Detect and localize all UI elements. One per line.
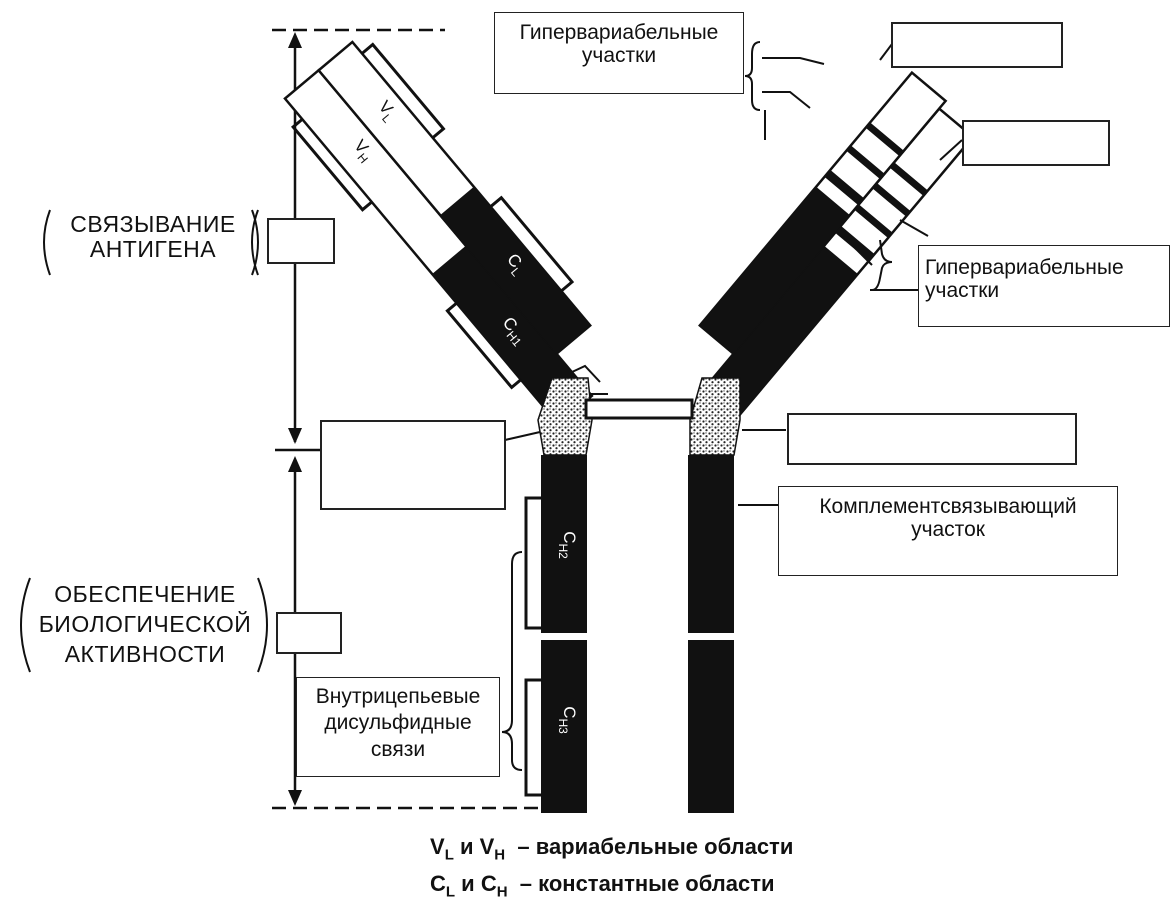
- hypervariable-top-line2: участки: [581, 44, 657, 68]
- arrowheads-left: [288, 32, 302, 806]
- ch2-label: CH2: [556, 531, 579, 559]
- activity-paren-right: [257, 577, 268, 673]
- intrachain-line2: дисульфидные: [324, 711, 472, 735]
- biological-activity-label: ОБЕСПЕЧЕНИЕ БИОЛОГИЧЕСКОЙ АКТИВНОСТИ: [26, 580, 264, 670]
- blank-label-box-5[interactable]: [787, 413, 1077, 465]
- blank-label-box-6[interactable]: [276, 612, 342, 654]
- biological-activity-line3: АКТИВНОСТИ: [64, 640, 226, 667]
- complement-line2: участок: [911, 518, 985, 542]
- blank-label-box-3[interactable]: [267, 218, 335, 264]
- right-hypervariable-bands: [824, 122, 928, 261]
- fc-region: CH2 CH3: [524, 455, 734, 813]
- antigen-paren-left: [251, 209, 259, 276]
- legend-line-1: VL и VH – вариабельные области: [430, 834, 794, 864]
- biological-activity-line2: БИОЛОГИЧЕСКОЙ: [38, 610, 252, 637]
- hinge-region: [537, 377, 741, 456]
- left-cl-block: [440, 186, 591, 354]
- antigen-binding-label: СВЯЗЫВАНИЕ АНТИГЕНА: [58, 211, 248, 263]
- antigen-binding-line2: АНТИГЕНА: [89, 236, 217, 263]
- intrachain-line1: Внутрицепьевые: [315, 685, 481, 708]
- activity-paren-left: [20, 577, 31, 673]
- interchain-disulfide: [584, 398, 694, 420]
- annotation-lines: [20, 41, 963, 771]
- blank-label-box-2[interactable]: [962, 120, 1110, 166]
- ch3-label: CH3: [556, 706, 579, 734]
- blank-label-box-1[interactable]: [891, 22, 1063, 68]
- antigen-binding-line1: СВЯЗЫВАНИЕ: [70, 211, 236, 237]
- intrachain-disulfide-label: Внутрицепьевые дисульфидные связи: [296, 677, 500, 777]
- complement-binding-label: Комплементсвязывающий участок: [778, 486, 1118, 576]
- legend-line-2: CL и CH – константные области: [430, 871, 775, 901]
- left-arm: VL VH CL CH1: [283, 40, 594, 426]
- hypervariable-top-line1: Гипервариабельные: [519, 21, 719, 44]
- hypervariable-right-label: Гипервариабельные участки: [918, 245, 1170, 327]
- complement-line1: Комплементсвязывающий: [819, 495, 1077, 518]
- hypervariable-top-label: Гипервариабельные участки: [494, 12, 744, 94]
- hypervariable-right-line1: Гипервариабельные: [925, 256, 1124, 279]
- biological-activity-line1: ОБЕСПЕЧЕНИЕ: [54, 581, 236, 607]
- hypervariable-right-line2: участки: [925, 279, 1000, 303]
- right-arm: [696, 70, 975, 426]
- blank-label-box-4[interactable]: [320, 420, 506, 510]
- intrachain-line3: связи: [370, 737, 426, 761]
